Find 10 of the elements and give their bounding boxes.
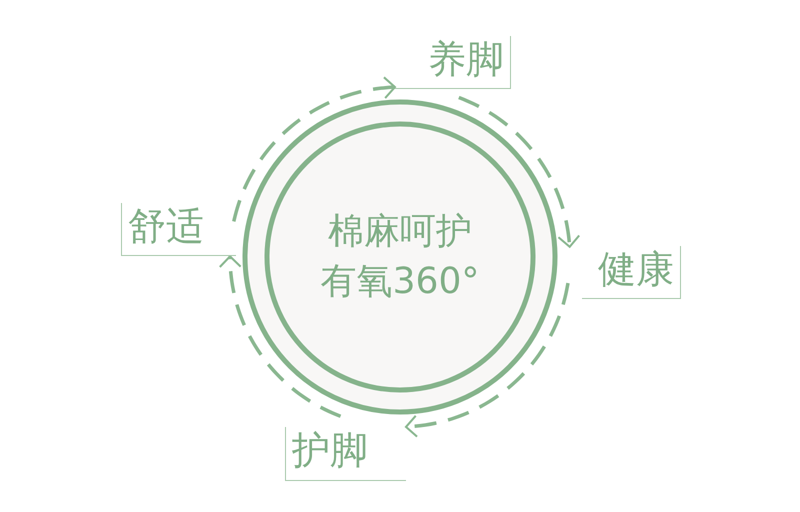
keyword-label: 健康: [582, 246, 681, 299]
center-text: 棉麻呵护: [328, 210, 472, 254]
center-circle: [240, 97, 560, 417]
center-text: 有氧360°: [320, 260, 480, 304]
dashed-arrow: [218, 255, 342, 418]
dashed-arrow: [232, 76, 396, 222]
keyword-label: 舒适: [121, 203, 236, 256]
keyword-label: 养脚: [395, 36, 511, 89]
dashed-arrow: [404, 282, 570, 438]
keyword-label: 护脚: [285, 427, 406, 481]
